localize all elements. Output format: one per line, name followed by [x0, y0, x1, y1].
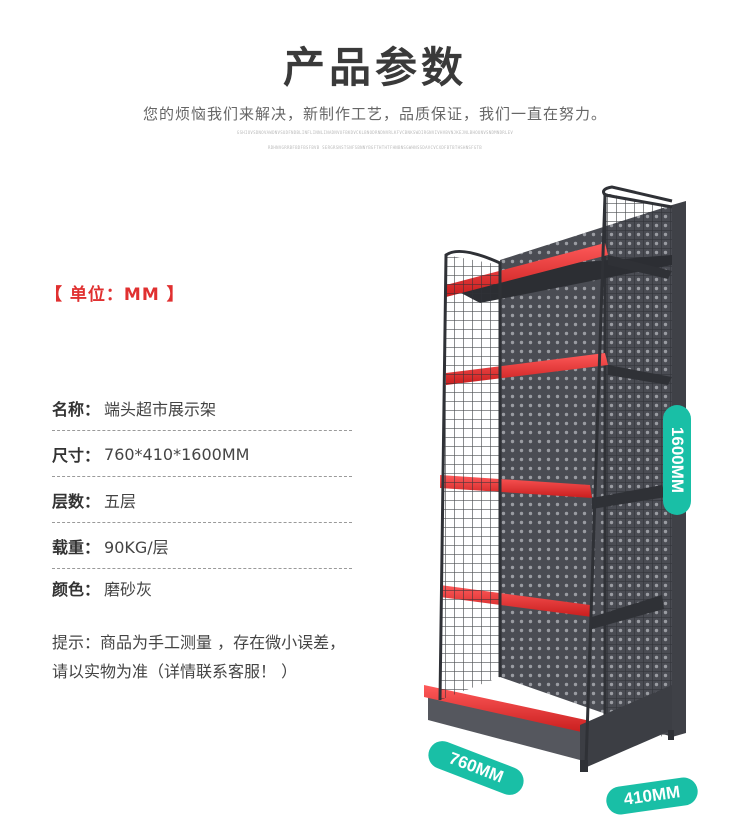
spec-key: 层数： — [52, 492, 101, 511]
spec-row-size: 尺寸： 760*410*1600MM — [52, 432, 352, 477]
spec-row-layers: 层数： 五层 — [52, 478, 352, 523]
spec-key: 载重： — [52, 538, 101, 557]
spec-value: 760*410*1600MM — [104, 444, 250, 464]
note-line-2: 请以实物为准（详情联系客服！ ） — [52, 662, 298, 681]
note-line-1: 提示：商品为手工测量 ，存在微小误差， — [52, 633, 346, 652]
measurement-note: 提示：商品为手工测量 ，存在微小误差， 请以实物为准（详情联系客服！ ） — [52, 628, 412, 686]
spec-key: 名称： — [52, 400, 101, 419]
spec-key: 颜色： — [52, 580, 101, 599]
spec-row-name: 名称： 端头超市展示架 — [52, 386, 352, 431]
decorative-fine-text-2: RDHNVGRRBFBDFBSFBVB SERGRSNSTSNFSBNNYBGF… — [268, 145, 482, 150]
spec-key: 尺寸： — [52, 446, 101, 465]
depth-dimension-label: 410MM — [604, 775, 700, 817]
left-mesh-panel — [438, 249, 502, 701]
front-upright — [584, 194, 607, 766]
spec-value: 磨砂灰 — [104, 580, 153, 599]
page-title: 产品参数 — [282, 43, 467, 92]
shelf-base — [424, 685, 674, 772]
spec-row-load: 载重： 90KG/层 — [52, 524, 352, 569]
spec-value: 五层 — [104, 492, 137, 511]
spec-value: 端头超市展示架 — [104, 400, 217, 419]
spec-value: 90KG/层 — [104, 538, 169, 557]
unit-label: 【 单位：MM 】 — [45, 285, 185, 305]
height-dimension-label: 1600MM — [663, 405, 691, 515]
spec-row-color: 颜色： 磨砂灰 — [52, 566, 352, 610]
decorative-fine-text-1: GSHIOVSDNOVAWDNVSUDFNDBLINFLINNLINADNVUF… — [236, 130, 514, 135]
page-subtitle: 您的烦恼我们来解决，新制作工艺，品质保证，我们一直在努力。 — [142, 105, 607, 123]
shelf-illustration — [424, 185, 686, 772]
